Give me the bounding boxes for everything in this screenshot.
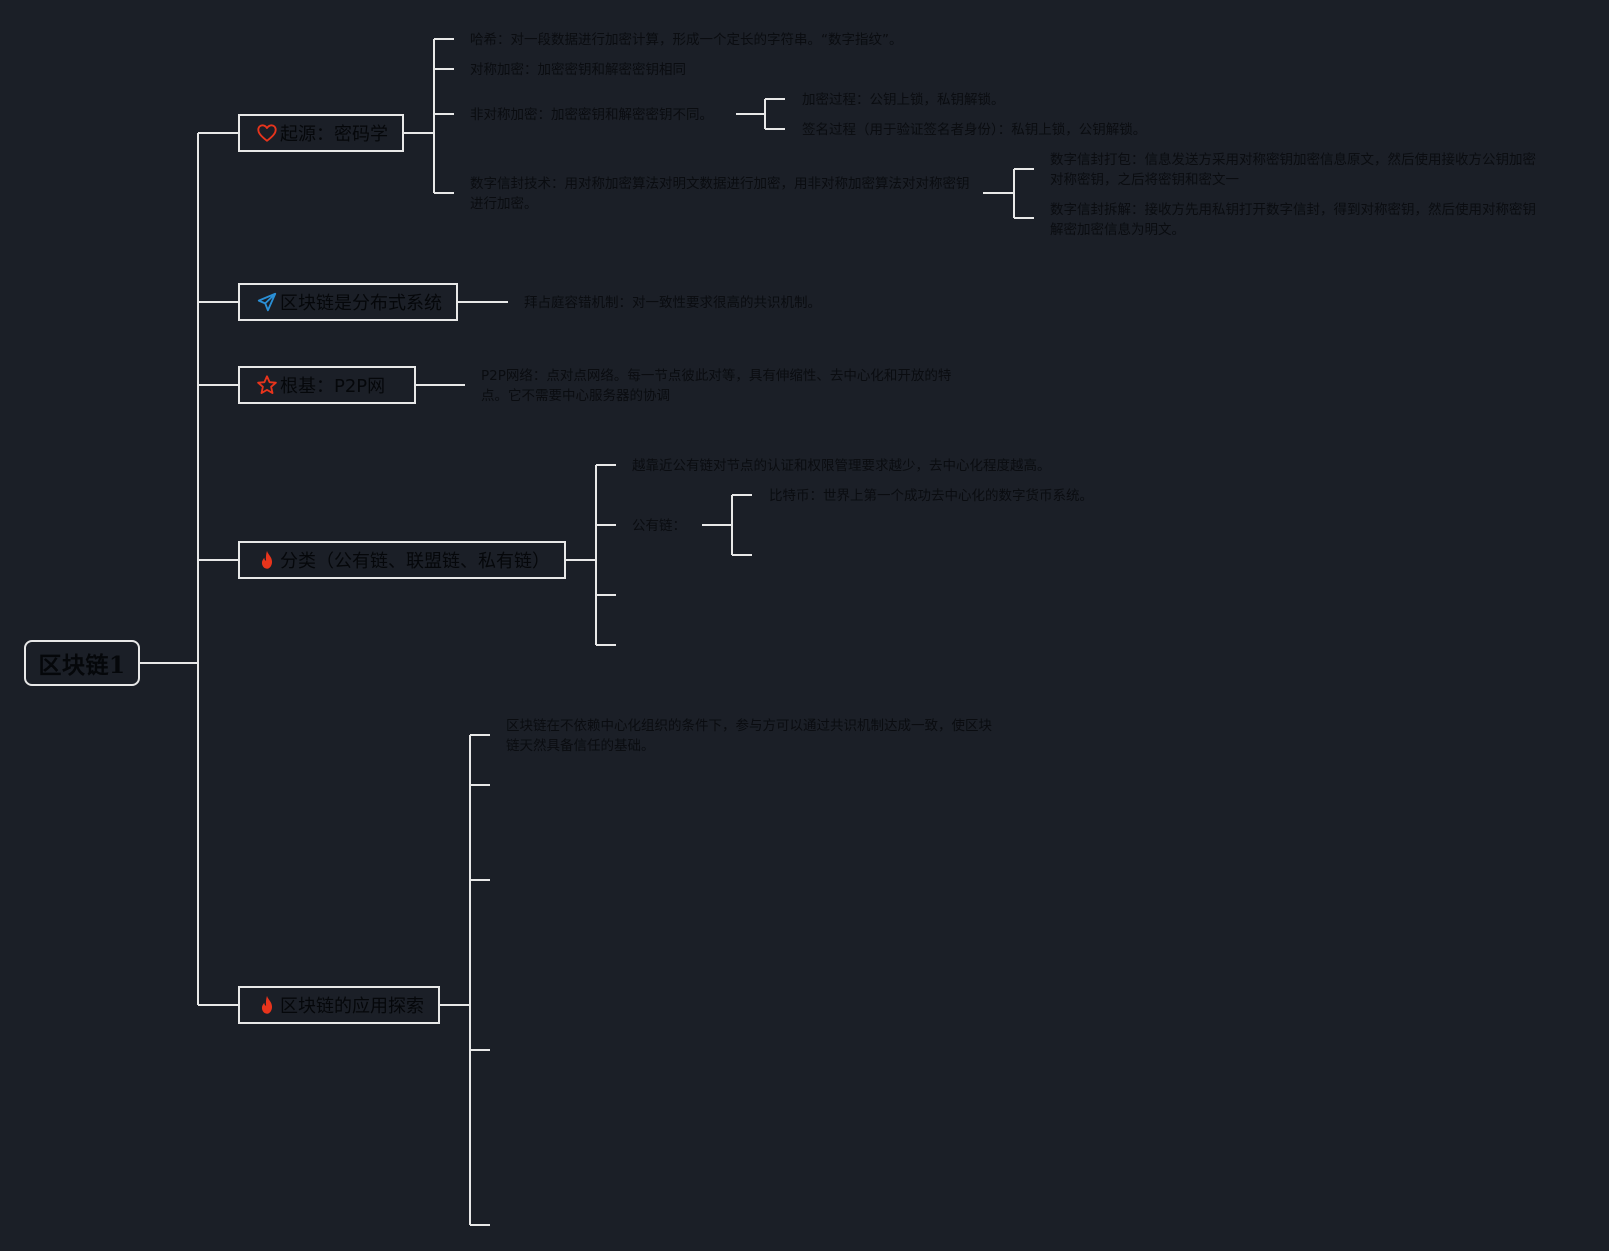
leaf-public-chain-note[interactable]: 越靠近公有链对节点的认证和权限管理要求越少，去中心化程度越高。 bbox=[632, 458, 1051, 474]
branch-label: 区块链的应用探索 bbox=[280, 996, 424, 1017]
star-icon bbox=[256, 374, 278, 396]
branch-distributed-system[interactable]: 区块链是分布式系统 bbox=[238, 283, 458, 321]
heart-icon bbox=[256, 122, 278, 144]
leaf-bitcoin[interactable]: 比特币：世界上第一个成功去中心化的数字货币系统。 bbox=[769, 488, 1093, 504]
leaf-p2p-network[interactable]: P2P网络：点对点网络。每一节点彼此对等，具有伸缩性、去中心化和开放的特点。它不… bbox=[481, 368, 952, 404]
leaf-encryption-process[interactable]: 加密过程：公钥上锁，私钥解锁。 bbox=[802, 92, 1005, 108]
fire-icon bbox=[256, 994, 278, 1016]
leaf-envelope-unpacking[interactable]: 数字信封拆解：接收方先用私钥打开数字信封，得到对称密钥，然后使用对称密钥解密加密… bbox=[1050, 202, 1536, 238]
fire-icon bbox=[256, 549, 278, 571]
leaf-hash[interactable]: 哈希：对一段数据进行加密计算，形成一个定长的字符串。“数字指纹”。 bbox=[470, 32, 903, 48]
leaf-asymmetric-encryption[interactable]: 非对称加密：加密密钥和解密密钥不同。 bbox=[470, 107, 713, 123]
paper-plane-icon bbox=[256, 291, 278, 313]
branch-origin-cryptography[interactable]: 起源：密码学 bbox=[238, 114, 404, 152]
branch-p2p-foundation[interactable]: 根基：P2P网 bbox=[238, 366, 416, 404]
branch-label: 起源：密码学 bbox=[280, 124, 388, 145]
branch-classification[interactable]: 分类（公有链、联盟链、私有链） bbox=[238, 541, 566, 579]
leaf-public-chain[interactable]: 公有链： bbox=[632, 518, 686, 534]
leaf-trust-basis[interactable]: 区块链在不依赖中心化组织的条件下，参与方可以通过共识机制达成一致，使区块链天然具… bbox=[506, 718, 992, 754]
leaf-signature-process[interactable]: 签名过程（用于验证签名者身份）：私钥上锁，公钥解锁。 bbox=[802, 122, 1147, 138]
branch-label: 分类（公有链、联盟链、私有链） bbox=[280, 551, 550, 572]
leaf-byzantine-fault-tolerance[interactable]: 拜占庭容错机制：对一致性要求很高的共识机制。 bbox=[524, 295, 821, 311]
leaf-envelope-packing[interactable]: 数字信封打包：信息发送方采用对称密钥加密信息原文，然后使用接收方公钥加密对称密钥… bbox=[1050, 152, 1536, 188]
root-node[interactable]: 区块链1 bbox=[24, 640, 140, 686]
branch-label: 根基：P2P网 bbox=[280, 376, 386, 397]
branch-label: 区块链是分布式系统 bbox=[280, 293, 442, 314]
root-title: 区块链1 bbox=[38, 652, 126, 679]
leaf-symmetric-encryption[interactable]: 对称加密：加密密钥和解密密钥相同 bbox=[470, 62, 686, 78]
branch-applications[interactable]: 区块链的应用探索 bbox=[238, 986, 440, 1024]
leaf-digital-envelope[interactable]: 数字信封技术：用对称加密算法对明文数据进行加密，用非对称加密算法对对称密钥进行加… bbox=[470, 176, 970, 212]
